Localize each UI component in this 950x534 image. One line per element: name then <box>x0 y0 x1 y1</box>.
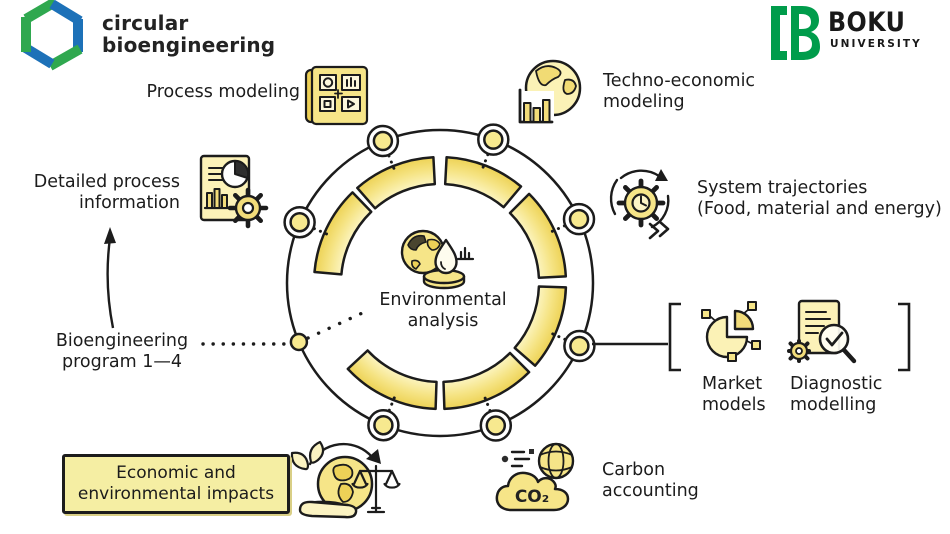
ring-segment <box>356 155 437 210</box>
ring-segment <box>443 155 523 209</box>
outer-circle <box>285 128 595 438</box>
impacts-box: Economic and environmental impacts <box>62 454 290 514</box>
ring-segment <box>442 351 531 411</box>
system-trajectories-icon <box>609 169 670 240</box>
process-modeling-label: Process modeling <box>146 82 300 102</box>
analysis-ring <box>313 155 568 411</box>
ring-segment <box>313 191 373 276</box>
program-to-center-dotted-line <box>306 307 373 340</box>
process-modeling-icon <box>304 65 369 126</box>
ring-segment <box>513 285 568 367</box>
environmental-analysis-icon <box>400 229 475 290</box>
impacts-icon <box>290 440 401 519</box>
market-models-label: Market models <box>702 374 766 416</box>
circle-nodes <box>283 123 596 442</box>
right-bracket <box>898 302 911 372</box>
boku-subtitle: UNIVERSITY <box>830 38 922 50</box>
carbon-accounting-icon: CO₂ <box>495 442 575 512</box>
boku-logo <box>771 6 820 60</box>
left-bracket <box>668 302 681 372</box>
techno-economic-label: Techno-economic modeling <box>603 71 756 113</box>
node-connector-dots <box>312 153 567 413</box>
carbon-accounting-label: Carbon accounting <box>602 460 699 502</box>
environmental-analysis-label: Environmental analysis <box>379 290 507 332</box>
brand-wordmark: circular bioengineering <box>102 11 276 57</box>
ring-segment <box>346 349 438 411</box>
boku-wordmark: BOKU <box>828 7 906 38</box>
diagnostic-modelling-icon <box>787 299 857 364</box>
circular-bioengineering-logo <box>21 0 83 71</box>
co2-text: CO₂ <box>515 487 549 507</box>
detailed-process-icon <box>199 154 269 229</box>
program-node <box>289 332 309 352</box>
ring-segment <box>508 192 568 280</box>
up-arrow <box>104 227 116 329</box>
techno-economic-icon <box>517 59 582 124</box>
system-trajectories-label: System trajectories (Food, material and … <box>697 178 942 220</box>
market-models-icon <box>701 301 761 362</box>
detailed-process-label: Detailed process information <box>33 172 180 214</box>
bioengineering-program-label: Bioengineering program 1—4 <box>55 331 189 373</box>
diagnostic-modelling-label: Diagnostic modelling <box>790 374 883 416</box>
